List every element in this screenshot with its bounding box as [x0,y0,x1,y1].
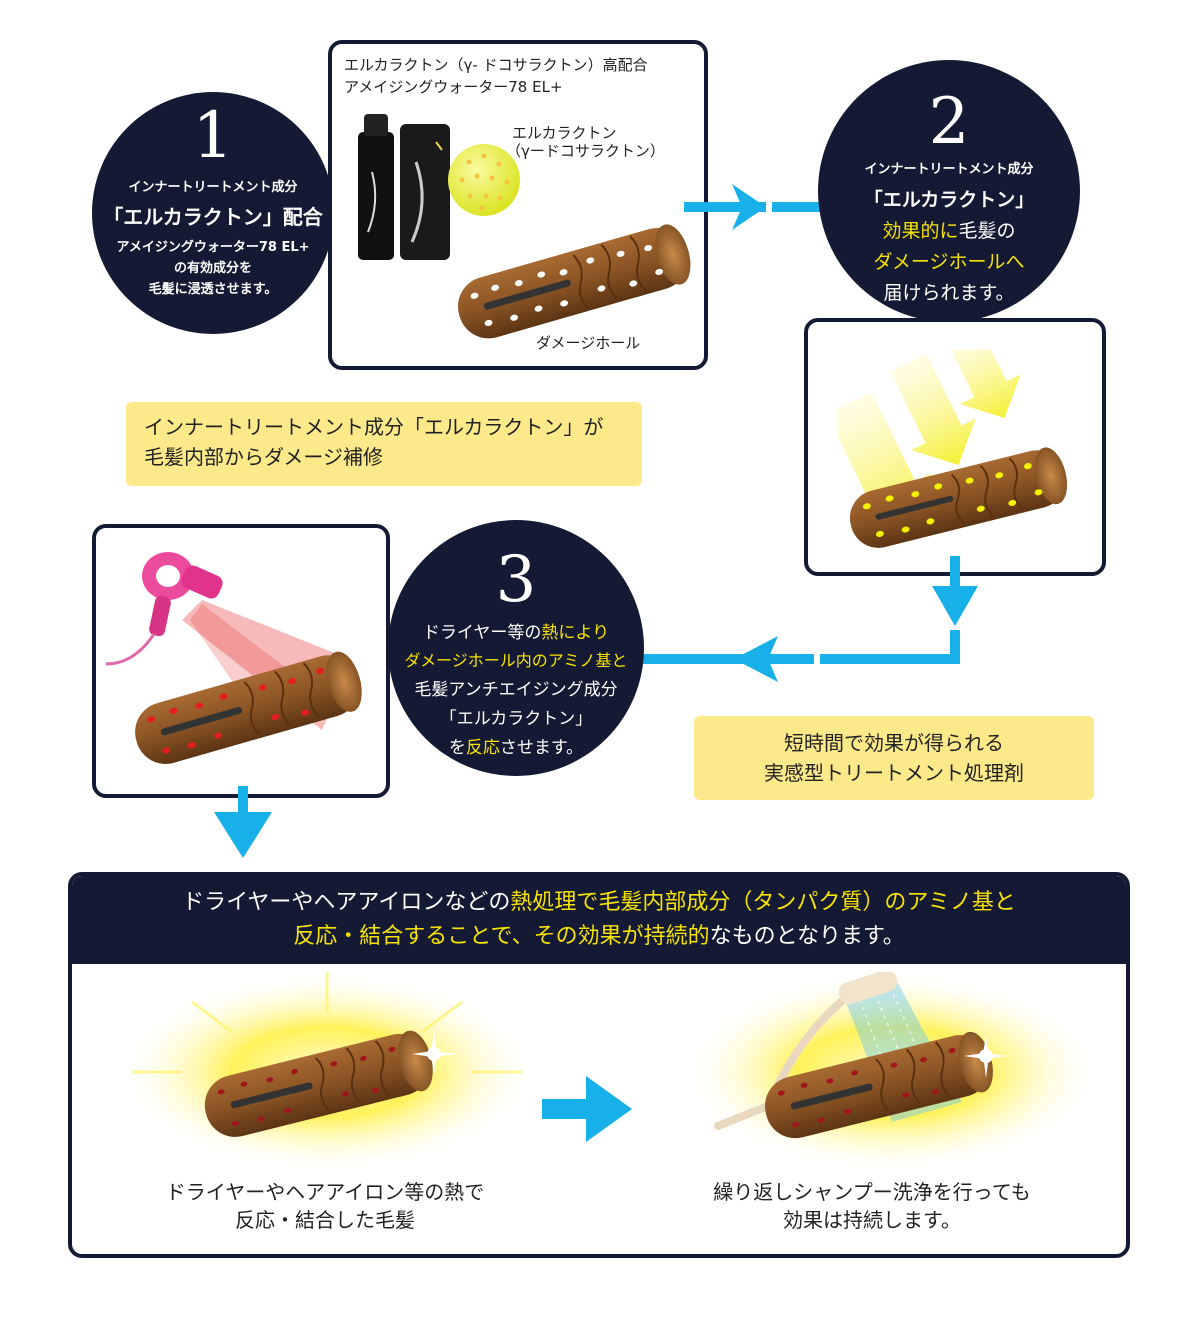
result-arrow-right-icon [542,1076,632,1142]
note2-line2: 実感型トリートメント処理剤 [764,761,1024,785]
step3-circle: 3 ドライヤー等の熱により ダメージホール内のアミノ基と 毛髪アンチエイジング成… [388,520,644,776]
step1-line4: の有効成分を [173,261,252,276]
note1-line2: 毛髪内部からダメージ補修 [144,445,383,469]
note1-line1: インナートリートメント成分「エルカラクトン」が [144,415,604,439]
step1-circle: 1 インナートリートメント成分 「エルカラクトン」配合 アメイジングウォーター7… [92,92,334,334]
banner-line2-highlight: 反応・結合することで、その効果が持続的 [293,924,710,949]
molecule-label-2: （γードコサラクトン） [506,142,665,160]
shampoo-washed-hair-image [682,972,1092,1172]
hair-strand-image [457,224,691,339]
step3-line5-c: させます。 [499,738,584,758]
result-box: ドライヤーやヘアアイロンなどの熱処理で毛髪内部成分（タンパク質）のアミノ基と 反… [68,872,1130,1258]
note-box-1: インナートリートメント成分「エルカラクトン」が 毛髪内部からダメージ補修 [126,402,642,486]
step3-line1-text: ドライヤー等の [422,623,542,643]
erucalactone-molecule-icon [448,144,520,216]
step1-line1: インナートリートメント成分 [128,180,298,195]
flow-arrow-down-left [636,556,978,682]
sparkle-icon-2 [964,1034,1008,1078]
step3-line5: を反応させます。 [388,733,644,758]
result-right-line1: 繰り返しシャンプー洗浄を行っても [713,1180,1031,1204]
step2-circle: 2 インナートリートメント成分 「エルカラクトン」 効果的に毛髪の ダメージホー… [818,60,1080,322]
banner-line1: ドライヤーやヘアアイロンなどの熱処理で毛髪内部成分（タンパク質）のアミノ基と [72,886,1126,920]
bonded-hair-image [117,972,537,1172]
note2-line1: 短時間で効果が得られる [784,731,1004,755]
step3-line1: ドライヤー等の熱により [388,618,644,643]
step2-line3-rest: 毛髪の [958,220,1016,242]
step3-line2: ダメージホール内のアミノ基と [404,651,628,670]
sparkle-icon [412,1032,456,1076]
banner-line1-a: ドライヤーやヘアアイロンなどの [182,890,511,915]
flow-arrow-right-1 [684,184,824,230]
step1-number: 1 [192,99,234,173]
step2-line3-highlight: 効果的に [882,220,959,242]
result-banner: ドライヤーやヘアアイロンなどの熱処理で毛髪内部成分（タンパク質）のアミノ基と 反… [72,876,1126,964]
step1-line3: アメイジングウォーター78 EL+ [116,240,310,255]
molecule-label-1: エルカラクトン [512,124,617,142]
flow-arrow-down [214,786,272,858]
step3-image-box [92,524,390,798]
step2-line5: 届けられます。 [883,282,1015,304]
step2-line4: ダメージホールへ [873,251,1025,273]
product-title-line2: アメイジングウォーター78 EL+ [344,78,563,96]
step2-line2: 「エルカラクトン」 [863,189,1035,211]
product-title-line1: エルカラクトン（γ- ドコサラクトン）高配合 [344,56,648,74]
penetration-arrows-image [838,350,1068,548]
step2-line1: インナートリートメント成分 [864,162,1034,177]
banner-line2: 反応・結合することで、その効果が持続的なものとなります。 [72,920,1126,954]
result-left-line2: 反応・結合した毛髪 [235,1208,415,1232]
step1-line2: 「エルカラクトン」配合 [103,205,323,229]
step1-line5: 毛髪に浸透させます。 [148,282,278,297]
damage-hole-label: ダメージホール [536,334,641,352]
step3-number: 3 [495,543,537,617]
banner-line1-highlight: 熱処理で毛髪内部成分（タンパク質）のアミノ基と [510,890,1016,915]
step3-line3: 毛髪アンチエイジング成分 [414,680,618,700]
note-box-2: 短時間で効果が得られる 実感型トリートメント処理剤 [694,716,1094,800]
step2-number: 2 [928,85,970,159]
product-bottles-image [358,114,450,260]
step2-line3: 効果的に毛髪の [818,216,1080,243]
step3-line1-highlight: 熱により [541,623,610,643]
step3-line5-a: を [448,738,466,758]
step3-line4: 「エルカラクトン」 [439,709,593,729]
banner-line2-b: なものとなります。 [709,924,905,949]
result-left-line1: ドライヤーやヘアアイロン等の熱で [165,1180,485,1204]
hair-dryer-image [105,552,362,764]
result-right-line2: 効果は持続します。 [783,1208,961,1232]
step3-line5-highlight: 反応 [465,738,500,758]
product-box: エルカラクトン（γ- ドコサラクトン）高配合 アメイジングウォーター78 EL+… [328,40,708,370]
step2-image-box [804,318,1106,576]
